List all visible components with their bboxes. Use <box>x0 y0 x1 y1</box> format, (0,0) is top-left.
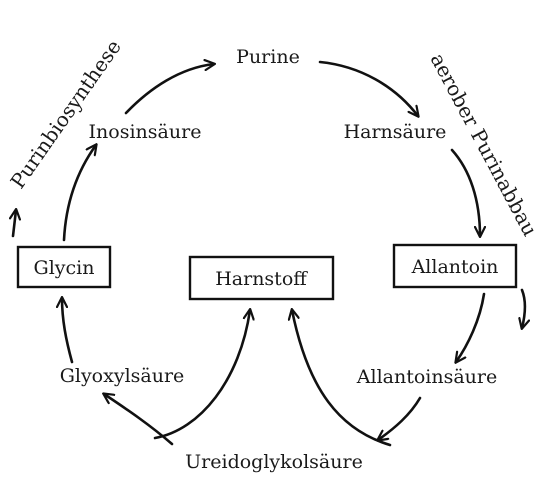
node-inosinsaeure: Inosinsäure <box>89 121 202 143</box>
arrow-purine-to-harnsaeure <box>318 60 418 116</box>
node-glycin: Glycin <box>34 257 95 279</box>
node-harnstoff: Harnstoff <box>215 268 308 290</box>
aerober-purinabbau-label: aerober Purinabbau <box>426 49 543 240</box>
arrow-harnsaeure-to-allantoin <box>450 148 480 236</box>
arrow-purinabbau-direction <box>522 288 525 328</box>
purinbiosynthese-label: Purinbiosynthese <box>5 35 125 193</box>
node-allantoinsaeure: Allantoinsäure <box>356 366 497 388</box>
arrow-purinbiosynthese-direction <box>13 210 16 238</box>
harnstoff-box: Harnstoff <box>188 255 335 301</box>
arrow-ureidoglykolsaeure-to-harnstoff <box>292 310 392 447</box>
arrow-inosinsaeure-to-purine <box>124 64 214 115</box>
arrow-glyoxylsaeure-to-glycin <box>62 298 74 364</box>
node-purine: Purine <box>236 46 300 68</box>
node-glyoxylsaeure: Glyoxylsäure <box>60 365 185 387</box>
arrow-ureidoglykolsaeure-branch-to-harnstoff <box>153 310 250 440</box>
arrow-allantoin-to-allantoinsaeure <box>456 292 486 362</box>
glycin-box: Glycin <box>16 245 112 289</box>
node-allantoin: Allantoin <box>411 256 499 278</box>
arrow-ureidoglykolsaeure-to-glyoxylsaeure <box>104 394 174 446</box>
node-harnsaeure: Harnsäure <box>344 121 447 143</box>
arrow-allantoinsaeure-to-ureidoglykolsaeure <box>378 396 422 440</box>
allantoin-box: Allantoin <box>392 243 518 289</box>
node-ureidoglykolsaeure: Ureidoglykolsäure <box>185 451 363 473</box>
arrow-glycin-to-inosinsaeure <box>62 145 96 242</box>
